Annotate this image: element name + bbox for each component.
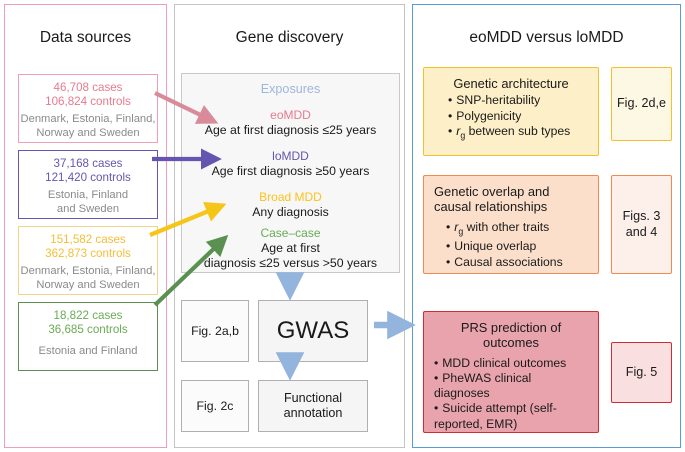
- data-source-box-1: 46,708 cases 106,824 controls Denmark, E…: [18, 74, 158, 143]
- result-bullets-prs: MDD clinical outcomes PheWAS clinical di…: [434, 356, 588, 432]
- functional-annotation-line2: annotation: [283, 406, 343, 420]
- functional-annotation-line1: Functional: [283, 391, 343, 405]
- panel-gene-discovery: Gene discovery Exposures eoMDD Age at fi…: [174, 4, 405, 448]
- exposure-label-eomdd: eoMDD: [270, 108, 311, 122]
- fig-ref-2de-label: Fig. 2d,e: [616, 96, 666, 111]
- functional-annotation-box: Functional annotation: [258, 380, 368, 432]
- fig-ref-3and4-line2: and 4: [625, 224, 658, 239]
- bullet-unique-overlap: Unique overlap: [446, 239, 588, 254]
- data-source-1-cases: 46,708 cases: [53, 81, 123, 94]
- result-title-prs-line2: outcomes: [483, 335, 539, 351]
- data-source-box-4: 18,822 cases 36,685 controls Estonia and…: [18, 302, 158, 371]
- fig-ref-2ab: Fig. 2a,b: [181, 300, 249, 362]
- panel-title-data-sources: Data sources: [39, 29, 132, 46]
- fig-ref-3and4-line1: Figs. 3: [622, 209, 661, 224]
- bullet-suicide-attempt: Suicide attempt (self-reported, EMR): [434, 401, 588, 431]
- exposure-desc-case-case-line2: diagnosis ≤25 versus >50 years: [203, 256, 378, 270]
- result-box-genetic-architecture: Genetic architecture SNP-heritability Po…: [423, 67, 599, 156]
- bullet-snp-heritability: SNP-heritability: [448, 93, 588, 108]
- data-source-2-geography-line1: Estonia, Finland: [47, 189, 129, 202]
- exposures-heading: Exposures: [260, 82, 321, 96]
- panel-title-gene-discovery: Gene discovery: [235, 29, 344, 46]
- data-source-3-geography-line1: Denmark, Estonia, Finland,: [20, 265, 156, 278]
- data-source-4-cases: 18,822 cases: [53, 309, 123, 322]
- exposures-box: Exposures eoMDD Age at first diagnosis ≤…: [181, 73, 400, 273]
- fig-ref-3and4: Figs. 3 and 4: [611, 175, 672, 274]
- fig-ref-5-label: Fig. 5: [625, 364, 658, 379]
- fig-ref-2de: Fig. 2d,e: [611, 67, 672, 141]
- exposure-desc-broad-mdd: Any diagnosis: [252, 205, 329, 219]
- result-box-prs-prediction: PRS prediction of outcomes MDD clinical …: [423, 311, 599, 433]
- bullet-polygenicity: Polygenicity: [448, 109, 588, 124]
- data-source-1-controls: 106,824 controls: [45, 95, 131, 109]
- data-source-3-cases: 151,582 cases: [50, 233, 126, 246]
- result-title-genetic-overlap-line2: causal relationships: [434, 199, 548, 215]
- data-source-3-controls: 362,873 controls: [45, 247, 131, 261]
- data-source-1-geography-line1: Denmark, Estonia, Finland,: [20, 113, 156, 126]
- bullet-causal-associations: Causal associations: [446, 255, 588, 270]
- result-title-genetic-architecture: Genetic architecture: [453, 76, 569, 91]
- data-source-3-geography-line2: Norway and Sweden: [36, 279, 140, 292]
- result-box-genetic-overlap: Genetic overlap and causal relationships…: [423, 175, 599, 274]
- exposure-desc-lomdd: Age first diagnosis ≥50 years: [211, 164, 370, 178]
- exposure-label-lomdd: loMDD: [272, 149, 309, 163]
- data-source-1-geography-line2: Norway and Sweden: [36, 127, 140, 140]
- bullet-mdd-clinical-outcomes: MDD clinical outcomes: [434, 356, 588, 371]
- data-source-2-cases: 37,168 cases: [53, 157, 123, 170]
- bullet-phewas-clinical-diagnoses: PheWAS clinical diagnoses: [434, 371, 588, 401]
- result-bullets-genetic-architecture: SNP-heritability Polygenicity rg between…: [434, 93, 588, 143]
- result-bullets-genetic-overlap: rg with other traits Unique overlap Caus…: [434, 220, 588, 270]
- result-title-prs-line1: PRS prediction of: [460, 320, 562, 335]
- panel-data-sources: Data sources 46,708 cases 106,824 contro…: [4, 4, 167, 448]
- data-source-2-controls: 121,420 controls: [45, 171, 131, 185]
- data-source-box-3: 151,582 cases 362,873 controls Denmark, …: [18, 226, 158, 295]
- panel-title-comparison: eoMDD versus loMDD: [469, 29, 624, 46]
- data-source-4-controls: 36,685 controls: [48, 323, 128, 337]
- exposure-label-broad-mdd: Broad MDD: [259, 190, 322, 204]
- fig-ref-2c: Fig. 2c: [181, 380, 249, 432]
- fig-ref-5: Fig. 5: [611, 342, 672, 403]
- exposure-desc-eomdd: Age at first diagnosis ≤25 years: [204, 123, 377, 137]
- bullet-rg-other-traits: rg with other traits: [446, 220, 588, 240]
- exposure-label-case-case: Case–case: [260, 226, 321, 240]
- data-source-2-geography-line2: and Sweden: [56, 203, 120, 216]
- result-title-genetic-overlap-line1: Genetic overlap and: [434, 184, 550, 199]
- bullet-rg-between-subtypes: rg between sub types: [448, 124, 588, 144]
- data-source-box-2: 37,168 cases 121,420 controls Estonia, F…: [18, 150, 158, 219]
- gwas-box: GWAS: [258, 300, 368, 362]
- exposure-desc-case-case-line1: Age at first: [261, 241, 320, 255]
- data-source-4-geography-line1: Estonia and Finland: [38, 345, 138, 358]
- panel-comparison: eoMDD versus loMDD Genetic architecture …: [412, 4, 681, 448]
